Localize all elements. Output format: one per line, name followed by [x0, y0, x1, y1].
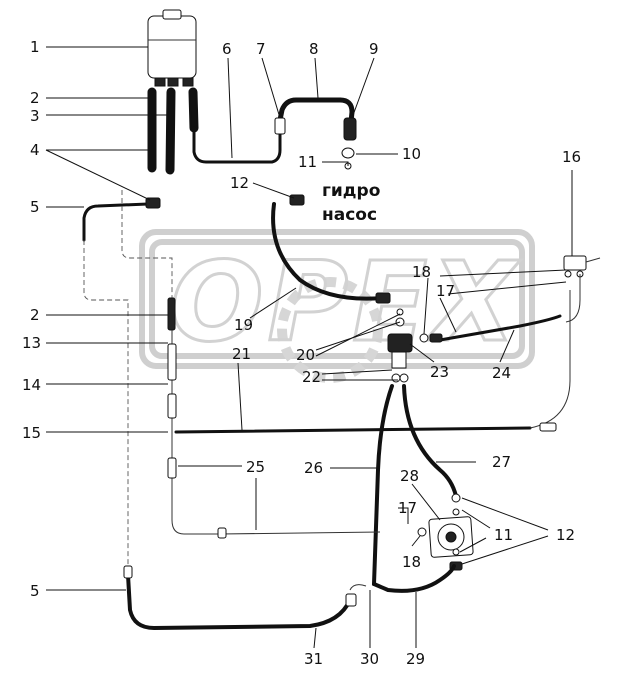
hose-29: [372, 564, 456, 593]
pump-label-box: гидро насос: [318, 176, 384, 228]
callout-26: 26: [304, 459, 323, 477]
callout-31: 31: [304, 650, 323, 668]
hose-19: [271, 202, 384, 301]
pump-label-line2: насос: [322, 205, 377, 225]
hose-31: [126, 573, 352, 630]
callout-5-lower: 5: [30, 582, 40, 600]
callout-25: 25: [246, 458, 265, 476]
callout-23: 23: [430, 363, 449, 381]
watermark-text: OPEX: [170, 238, 521, 366]
callout-27: 27: [492, 453, 511, 471]
callout-8: 8: [309, 40, 319, 58]
callout-7: 7: [256, 40, 266, 58]
callout-6: 6: [222, 40, 232, 58]
hose-27: [402, 384, 458, 498]
reservoir-tank: [147, 9, 197, 87]
callout-20: 20: [296, 346, 315, 364]
hose-5-upper: [82, 202, 150, 242]
callout-3: 3: [30, 107, 40, 125]
callout-17-lower: 17: [398, 499, 417, 517]
callout-12: 12: [230, 174, 249, 192]
hose-26: [372, 384, 394, 586]
callout-1: 1: [30, 38, 40, 56]
callout-13: 13: [22, 334, 41, 352]
return-line-left: [83, 240, 129, 575]
callout-9: 9: [369, 40, 379, 58]
callout-21: 21: [232, 345, 251, 363]
callout-14: 14: [22, 376, 41, 394]
callout-5: 5: [30, 198, 40, 216]
callout-16: 16: [562, 148, 581, 166]
pipe-21: [174, 426, 532, 434]
pump-label-line1: гидро: [322, 181, 380, 201]
callout-15: 15: [22, 424, 41, 442]
callout-2: 2: [30, 89, 40, 107]
valve-block-23: [387, 308, 413, 383]
pipe-6: [192, 118, 282, 164]
callout-24: 24: [492, 364, 511, 382]
callout-12-lower: 12: [556, 526, 575, 544]
callout-22: 22: [302, 368, 321, 386]
hose-24: [438, 314, 562, 342]
callout-10: 10: [402, 145, 421, 163]
callout-2-lower: 2: [30, 306, 40, 324]
callout-17: 17: [436, 282, 455, 300]
callout-18: 18: [412, 263, 431, 281]
callout-18-lower: 18: [402, 553, 421, 571]
motor-28: [417, 516, 474, 558]
watermark-logo: OPEX: [139, 229, 535, 383]
callout-30: 30: [360, 650, 379, 668]
callout-19: 19: [234, 316, 253, 334]
callout-29: 29: [406, 650, 425, 668]
short-hoses-2-3: [147, 87, 199, 175]
leader-lines: [45, 46, 573, 649]
component-16: [563, 255, 601, 323]
callout-4: 4: [30, 141, 40, 159]
callout-11-lower: 11: [494, 526, 513, 544]
callout-28: 28: [400, 467, 419, 485]
hose-8: [337, 97, 355, 135]
callout-11: 11: [298, 153, 317, 171]
callout-numbers: 1 2 3 4 5 6 7 8 9 10 11 12 16 18 17 19 2…: [22, 38, 581, 668]
hose-7: [277, 97, 343, 123]
